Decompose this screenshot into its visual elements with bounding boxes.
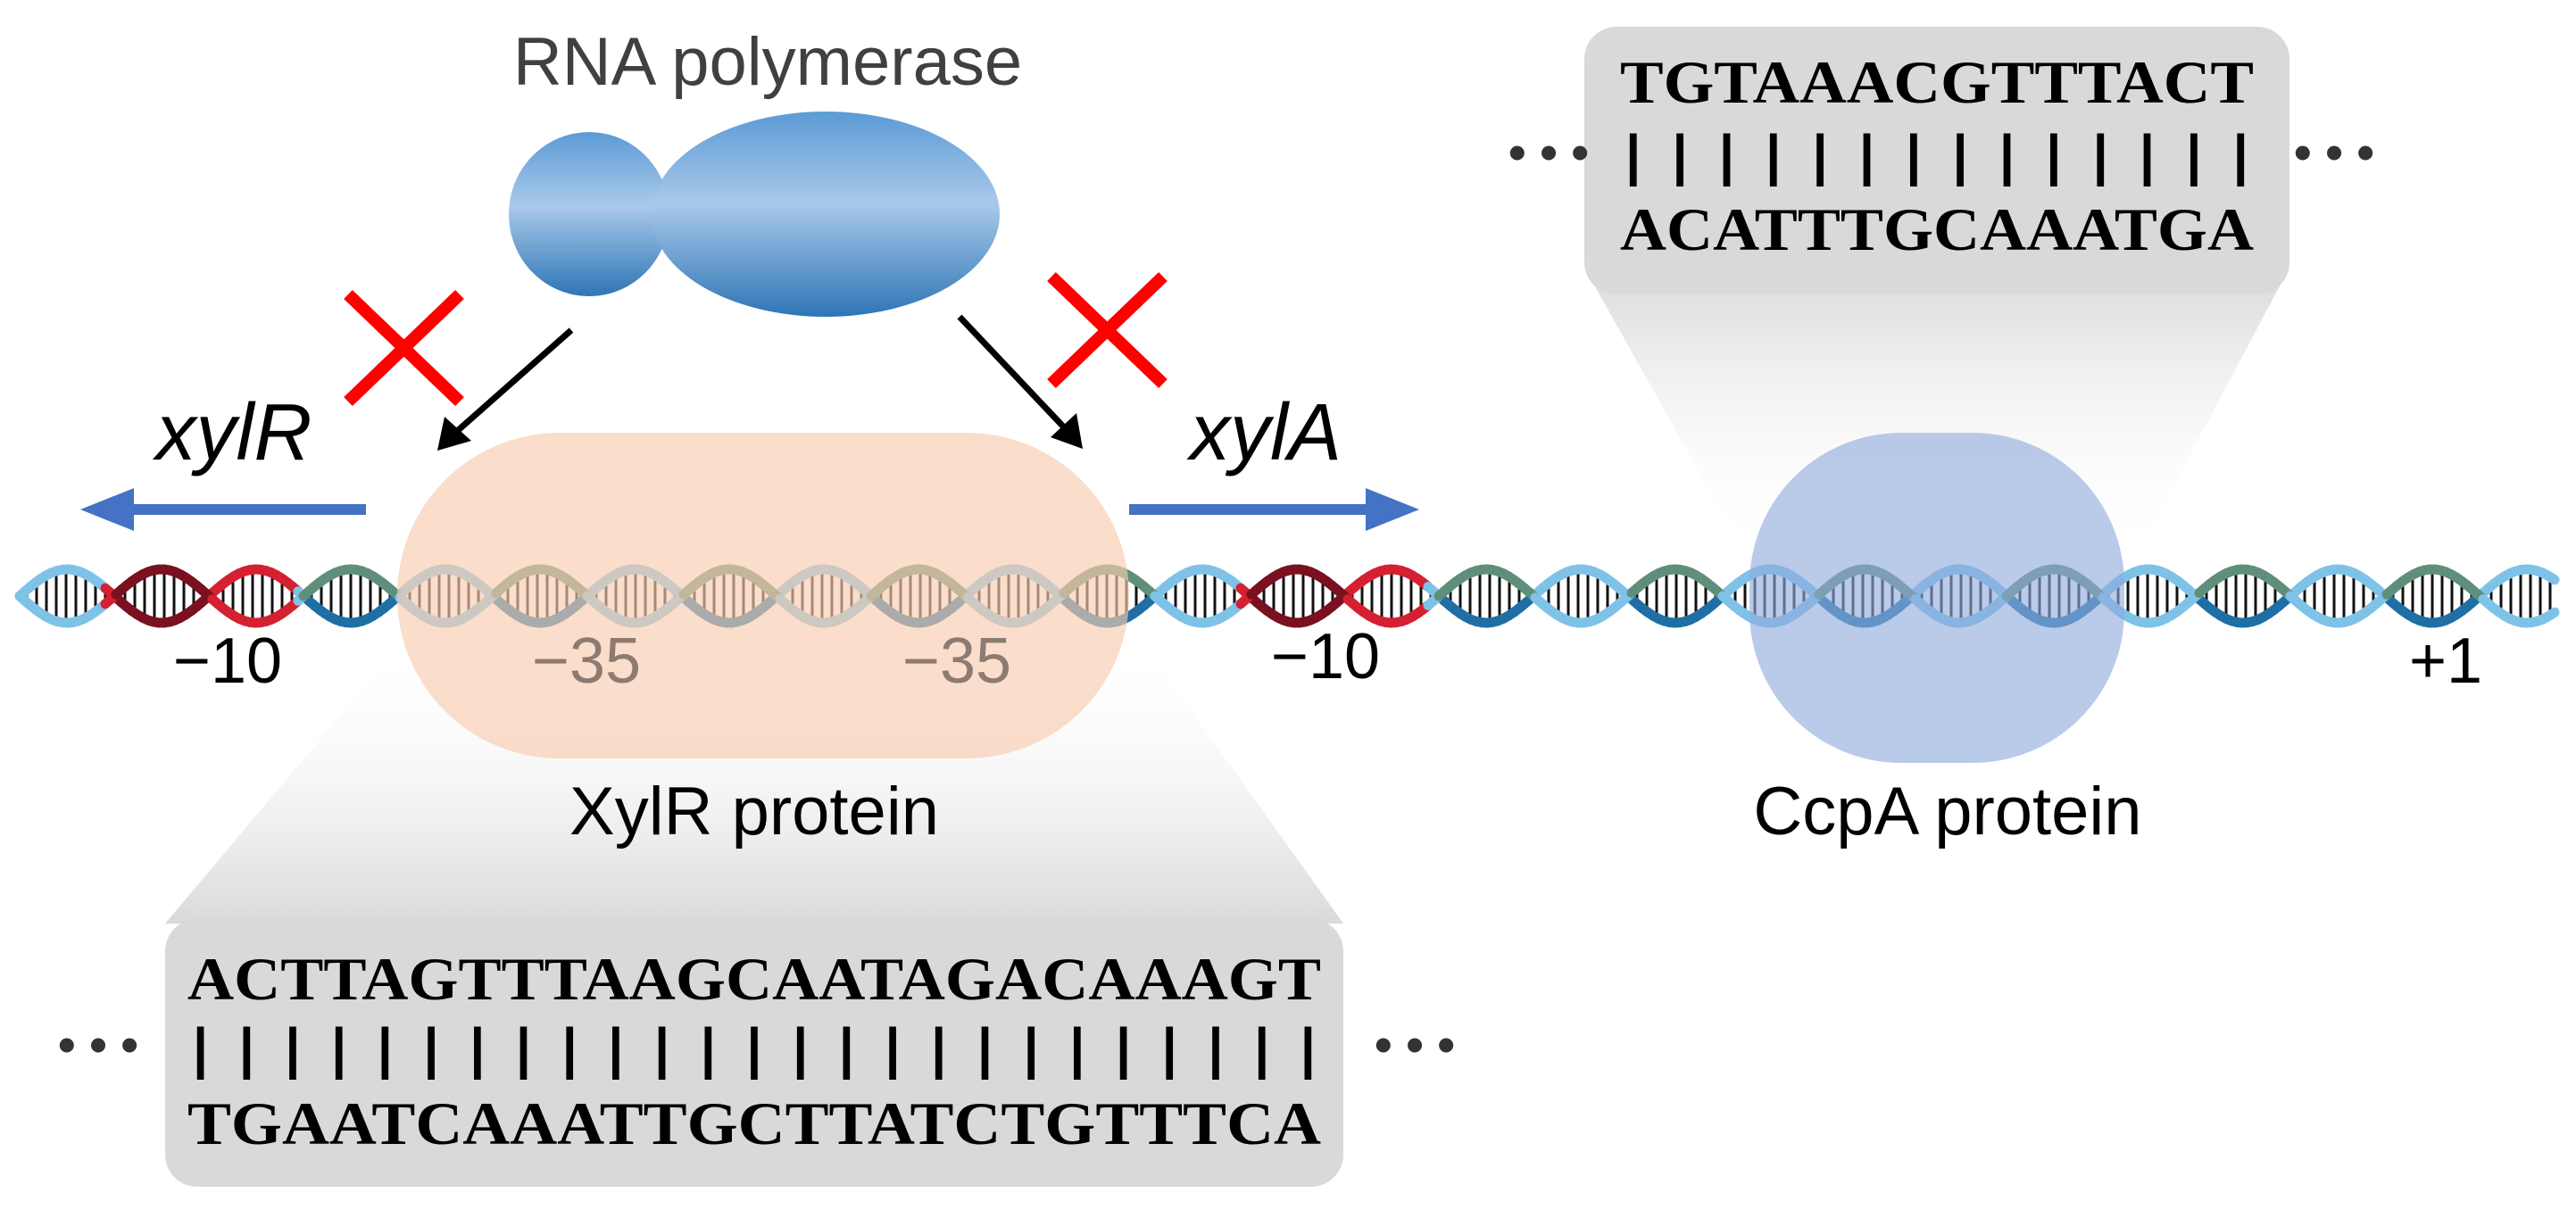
xylR-top-strand: ACTTAGTTTAAGCAATAGACAAAGT [187, 945, 1321, 1013]
polymerase-arrows [437, 314, 1083, 451]
left-minus35-label: −35 [532, 626, 641, 697]
rna-polymerase-icon [509, 112, 1000, 317]
ccpA-left-ellipsis: • • • [1508, 124, 1589, 180]
xylR-bottom-strand: TGAATCAAATTGCTTATCTGTTTCA [187, 1090, 1321, 1157]
ccpA-pair-lines: | | | | | | | | | | | | | | [1623, 122, 2252, 187]
dna-strand-b [2547, 607, 2560, 619]
ccpA-right-ellipsis: • • • [2294, 124, 2374, 180]
xylR-direction-arrow [80, 488, 366, 531]
xylR-gene-label: xylR [153, 388, 312, 477]
cross-icon [344, 289, 464, 407]
right-minus10-label: −10 [1271, 621, 1380, 692]
cross-icon [1047, 271, 1168, 389]
plus1-label: +1 [2409, 626, 2482, 697]
dna-strand-a [2547, 573, 2560, 585]
xylA-gene-label: xylA [1186, 388, 1342, 477]
xylA-direction-arrow [1129, 488, 1419, 531]
ccpA-bottom-strand: ACATTTGCAAATGA [1620, 195, 2254, 263]
xylR-sequence-box [165, 919, 1343, 1187]
rna-polymerase-label: RNA polymerase [513, 24, 1022, 100]
ccpA-protein [1749, 433, 2124, 763]
ccpA-site-callout [1584, 268, 2289, 553]
right-minus35-label: −35 [902, 626, 1011, 697]
left-minus10-label: −10 [173, 626, 282, 697]
xylR-right-ellipsis: • • • [1375, 1016, 1455, 1073]
ccpA-top-strand: TGTAAACGTTTACT [1620, 48, 2254, 116]
ccpA-sequence-box [1584, 27, 2289, 294]
xylR-left-ellipsis: • • • [58, 1016, 138, 1073]
xylR-protein-label: XylR protein [569, 774, 939, 849]
xylR-protein [397, 433, 1129, 758]
xylR-pair-lines: | | | | | | | | | | | | | | | | | | | | … [190, 1015, 1319, 1081]
ccpA-protein-label: CcpA protein [1753, 774, 2141, 849]
